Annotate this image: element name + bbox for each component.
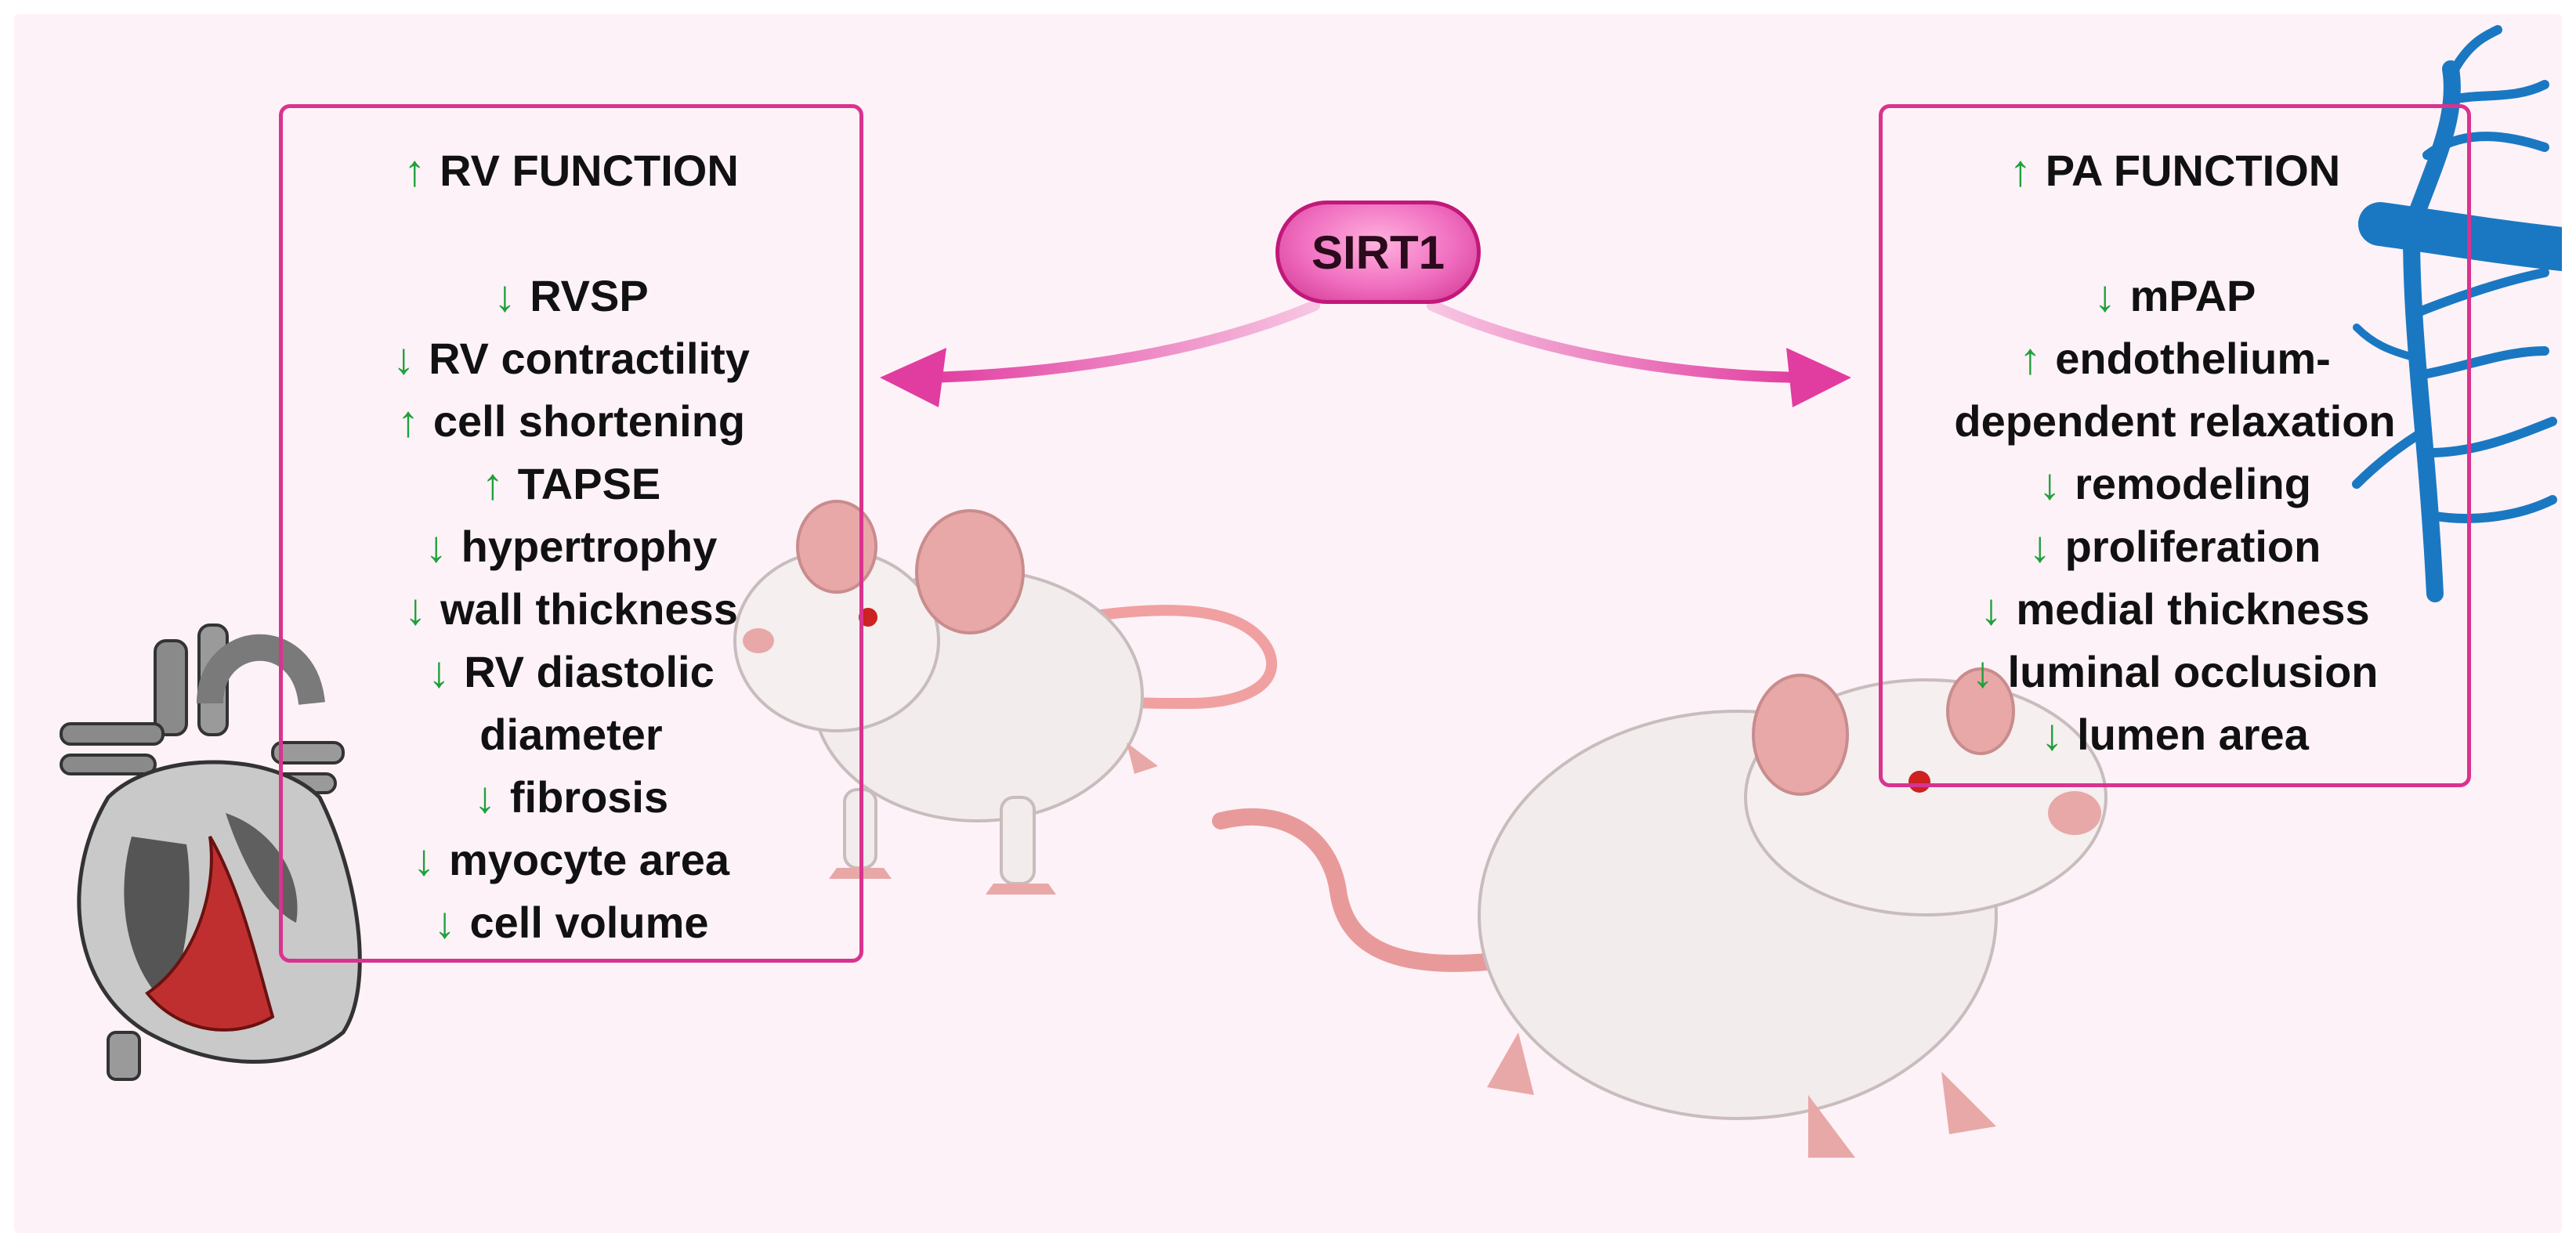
down-arrow-icon: ↓ (1980, 584, 2003, 634)
rat-illustration (1212, 667, 2107, 1158)
pa-item-label: proliferation (2064, 522, 2321, 571)
rv-item: ↓ wall thickness (283, 578, 859, 641)
figure-canvas: ↑RV FUNCTION↓RVSP↓RV contractility↑cell … (14, 14, 2562, 1233)
rv-item-label: TAPSE (517, 459, 661, 508)
arrow-to-rv (880, 300, 1320, 407)
pa-effects-list: ↑ PA FUNCTION ↓ mPAP ↑ endothelium-dependent … (1883, 139, 2467, 766)
pa-item: ↓ remodeling (1883, 453, 2467, 515)
pa-item-label: endothelium- (2055, 334, 2331, 383)
rv-item: ↑ cell shortening (283, 390, 859, 453)
rv-heading: ↑ RV FUNCTION (283, 139, 859, 202)
rv-item: ↓ fibrosis (283, 766, 859, 829)
down-arrow-icon: ↓ (2041, 710, 2064, 759)
pa-item-label: remodeling (2075, 459, 2311, 508)
pa-item-label: lumen area (2077, 710, 2309, 759)
pa-item-label: PA FUNCTION (2045, 146, 2341, 195)
rv-item: ↓ RV contractility (283, 327, 859, 390)
rv-item: ↓ myocyte area (283, 829, 859, 891)
rv-item-label: fibrosis (509, 772, 669, 822)
rv-item: ↓ RV diastolic (283, 641, 859, 703)
down-arrow-icon: ↓ (473, 772, 496, 822)
down-arrow-icon: ↓ (412, 835, 435, 884)
rv-item-label: RV diastolic (464, 647, 715, 696)
down-arrow-icon: ↓ (2093, 271, 2116, 320)
rv-item: diameter (283, 703, 859, 766)
heart-illustration (60, 624, 362, 1081)
pa-item: dependent relaxation (1883, 390, 2467, 453)
down-arrow-icon: ↓ (1971, 647, 1994, 696)
rv-item: ↓ hypertrophy (283, 515, 859, 578)
rv-function-panel: ↑RV FUNCTION↓RVSP↓RV contractility↑cell … (279, 104, 863, 963)
up-arrow-icon: ↑ (481, 459, 504, 508)
rv-effects-list: ↑RV FUNCTION↓RVSP↓RV contractility↑cell … (283, 139, 859, 954)
illustration-layer (60, 25, 2562, 1158)
pa-item: ↓ lumen area (1883, 703, 2467, 766)
rv-item-label: diameter (479, 710, 663, 759)
rv-item: ↑ TAPSE (283, 453, 859, 515)
rv-item-label: cell volume (469, 898, 709, 947)
rv-item: ↓ RVSP (283, 265, 859, 327)
down-arrow-icon: ↓ (433, 898, 456, 947)
pa-item-label: medial thickness (2016, 584, 2370, 634)
pa-item: ↑ endothelium- (1883, 327, 2467, 390)
rv-item-label: hypertrophy (461, 522, 718, 571)
up-arrow-icon: ↑ (2009, 146, 2031, 195)
pa-item: ↓ medial thickness (1883, 578, 2467, 641)
down-arrow-icon: ↓ (404, 584, 427, 634)
down-arrow-icon: ↓ (393, 334, 415, 383)
pa-heading: ↑ PA FUNCTION (1883, 139, 2467, 202)
down-arrow-icon: ↓ (425, 522, 447, 571)
sirt1-node: SIRT1 (1275, 201, 1481, 304)
mouse-illustration (733, 500, 1277, 895)
down-arrow-icon: ↓ (2028, 522, 2051, 571)
rv-item-label: wall thickness (440, 584, 738, 634)
pa-item: ↓ mPAP (1883, 265, 2467, 327)
pa-item: ↓ luminal occlusion (1883, 641, 2467, 703)
rv-item-label: cell shortening (432, 396, 746, 446)
up-arrow-icon: ↑ (2019, 334, 2042, 383)
down-arrow-icon: ↓ (494, 271, 516, 320)
pa-item-label: mPAP (2129, 271, 2256, 320)
rv-item-label: RV FUNCTION (440, 146, 739, 195)
pa-item-label: dependent relaxation (1954, 396, 2396, 446)
up-arrow-icon: ↑ (403, 146, 426, 195)
down-arrow-icon: ↓ (2039, 459, 2061, 508)
pa-function-panel: ↑ PA FUNCTION ↓ mPAP ↑ endothelium-dependent … (1879, 104, 2471, 787)
arrow-to-pa (1427, 300, 1851, 407)
up-arrow-icon: ↑ (396, 396, 419, 446)
rv-item-label: RVSP (530, 271, 649, 320)
pulmonary-artery-illustration (2352, 25, 2562, 602)
rv-item: ↓ cell volume (283, 891, 859, 954)
pa-item-label: luminal occlusion (2007, 647, 2379, 696)
rv-item-label: myocyte area (448, 835, 729, 884)
down-arrow-icon: ↓ (428, 647, 450, 696)
pa-item: ↓ proliferation (1883, 515, 2467, 578)
rv-item-label: RV contractility (429, 334, 750, 383)
